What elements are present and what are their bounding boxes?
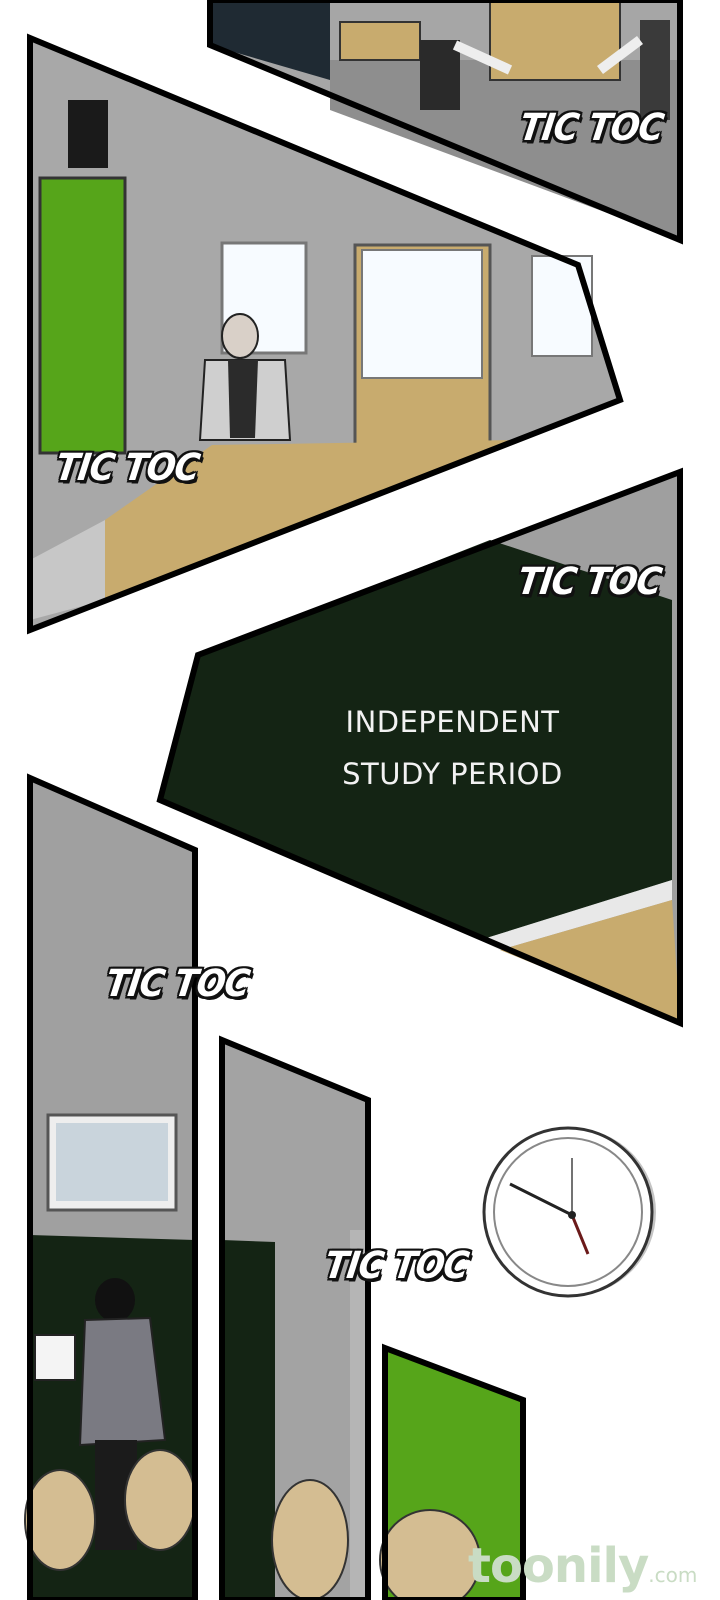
watermark-suffix: .com [648,1563,698,1587]
watermark-brand: toonily [468,1538,649,1594]
blackboard-caption: INDEPENDENT STUDY PERIOD [300,696,605,800]
sfx-tic-toc: TIC TOC [52,446,202,490]
caption-line: INDEPENDENT [345,705,560,739]
watermark: toonily.com [468,1538,697,1594]
sfx-tic-toc: TIC TOC [321,1244,471,1288]
sfx-tic-toc: TIC TOC [514,560,664,604]
caption-line: STUDY PERIOD [342,757,563,791]
sfx-tic-toc: TIC TOC [516,106,666,150]
teacher-figure [198,313,292,441]
teacher-with-book [34,1278,167,1550]
sfx-tic-toc: TIC TOC [102,962,252,1006]
